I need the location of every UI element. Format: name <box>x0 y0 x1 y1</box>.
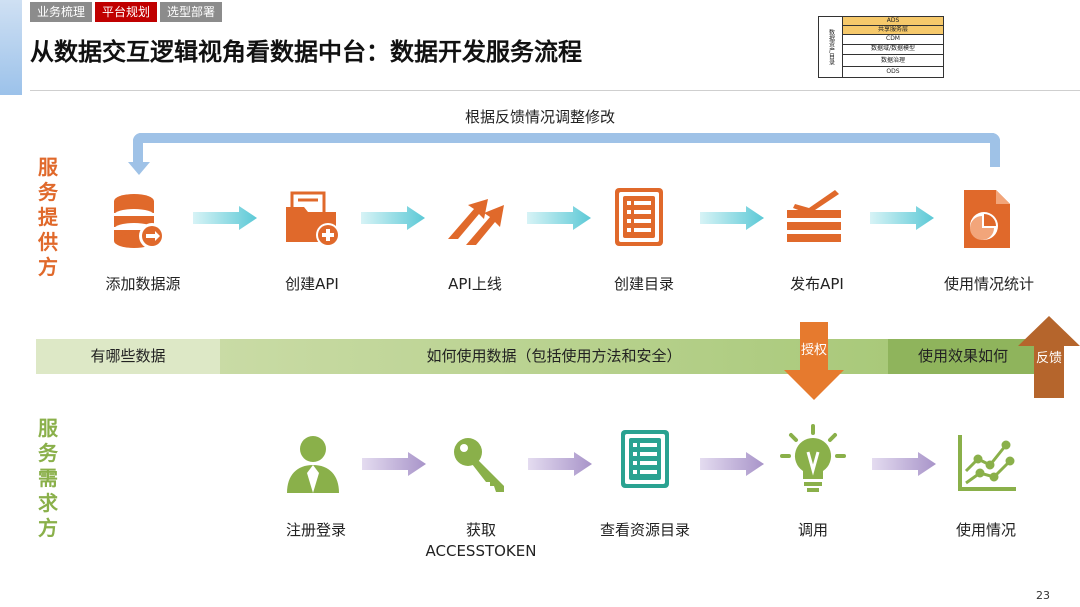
layer-ods: ODS <box>886 68 900 75</box>
step-add-datasource: 添加数据源 <box>105 275 181 293</box>
step-get-token: 获取 <box>465 521 496 539</box>
page-title: 从数据交互逻辑视角看数据中台：数据开发服务流程 <box>30 38 582 66</box>
key-icon <box>446 430 516 500</box>
folder-add-icon <box>277 184 347 254</box>
layer-cdm: CDM <box>843 35 943 45</box>
authorize-arrow: 授权 <box>784 322 844 400</box>
feedback-label: 反馈 <box>1035 350 1063 368</box>
flow-arrow-consumer-3 <box>700 452 764 476</box>
step-get-token-line2: ACCESSTOKEN <box>425 542 537 560</box>
feedback-loop-arrowhead <box>128 162 150 175</box>
launch-arrows-icon <box>442 185 512 255</box>
resource-list-icon <box>610 426 680 496</box>
flow-arrow-provider-5 <box>870 206 934 230</box>
step-create-api: 创建API <box>285 275 339 293</box>
authorize-text: 授权 <box>800 343 827 358</box>
step-invoke: 调用 <box>797 521 828 539</box>
authorize-label: 授权 <box>800 342 828 360</box>
layer-ads-sub: 共享服务层 <box>843 26 943 35</box>
feedback-loop-arrow <box>133 133 1000 167</box>
flow-arrow-provider-3 <box>527 206 591 230</box>
lightbulb-icon <box>778 424 848 494</box>
band-what-data: 有哪些数据 <box>36 339 220 374</box>
catalog-list-icon <box>604 184 674 254</box>
flow-arrow-provider-2 <box>361 206 425 230</box>
flow-arrow-consumer-2 <box>528 452 592 476</box>
layer-cdm-sub: 数据域/数据模型 <box>843 45 943 55</box>
layer-governance: 数据治理 <box>843 55 943 67</box>
title-divider <box>30 90 1080 91</box>
step-create-catalog: 创建目录 <box>613 275 674 293</box>
left-accent-bar <box>0 0 22 95</box>
section-tabs: 业务梳理 平台规划 选型部署 <box>30 2 223 22</box>
data-layer-stack: 数据资产目录 ADS 共享服务层 CDM 数据域/数据模型 数据治理 ODS <box>818 16 944 78</box>
step-usage: 使用情况 <box>955 521 1016 539</box>
layer-ads: ADS <box>843 17 943 26</box>
page-number: 23 <box>1036 589 1050 602</box>
step-view-catalog: 查看资源目录 <box>599 521 690 539</box>
report-chart-icon <box>952 184 1022 254</box>
flow-arrow-consumer-4 <box>872 452 936 476</box>
stack-side-label: 数据资产目录 <box>819 17 843 77</box>
flow-arrow-consumer-1 <box>362 452 426 476</box>
line-chart-icon <box>952 428 1022 498</box>
band-effect: 使用效果如何 <box>888 339 1038 374</box>
step-usage-stats: 使用情况统计 <box>943 275 1034 293</box>
publish-stack-icon <box>779 184 849 254</box>
band-how-to-use: 如何使用数据（包括使用方法和安全） <box>220 339 888 374</box>
step-api-online: API上线 <box>448 275 502 293</box>
user-icon <box>278 428 348 498</box>
flow-arrow-provider-1 <box>193 206 257 230</box>
step-register-login: 注册登录 <box>285 521 346 539</box>
tab-deploy[interactable]: 选型部署 <box>160 2 223 22</box>
flow-arrow-provider-4 <box>700 206 764 230</box>
tab-business[interactable]: 业务梳理 <box>30 2 93 22</box>
tab-planning[interactable]: 平台规划 <box>95 2 158 22</box>
consumer-title: 服务需求方 <box>38 416 58 540</box>
step-publish-api: 发布API <box>790 275 844 293</box>
provider-title: 服务提供方 <box>38 155 58 279</box>
database-icon <box>104 187 174 257</box>
feedback-text: 反馈 <box>1035 351 1062 366</box>
feedback-loop-label: 根据反馈情况调整修改 <box>464 108 615 126</box>
feedback-arrow: 反馈 <box>1018 316 1080 398</box>
